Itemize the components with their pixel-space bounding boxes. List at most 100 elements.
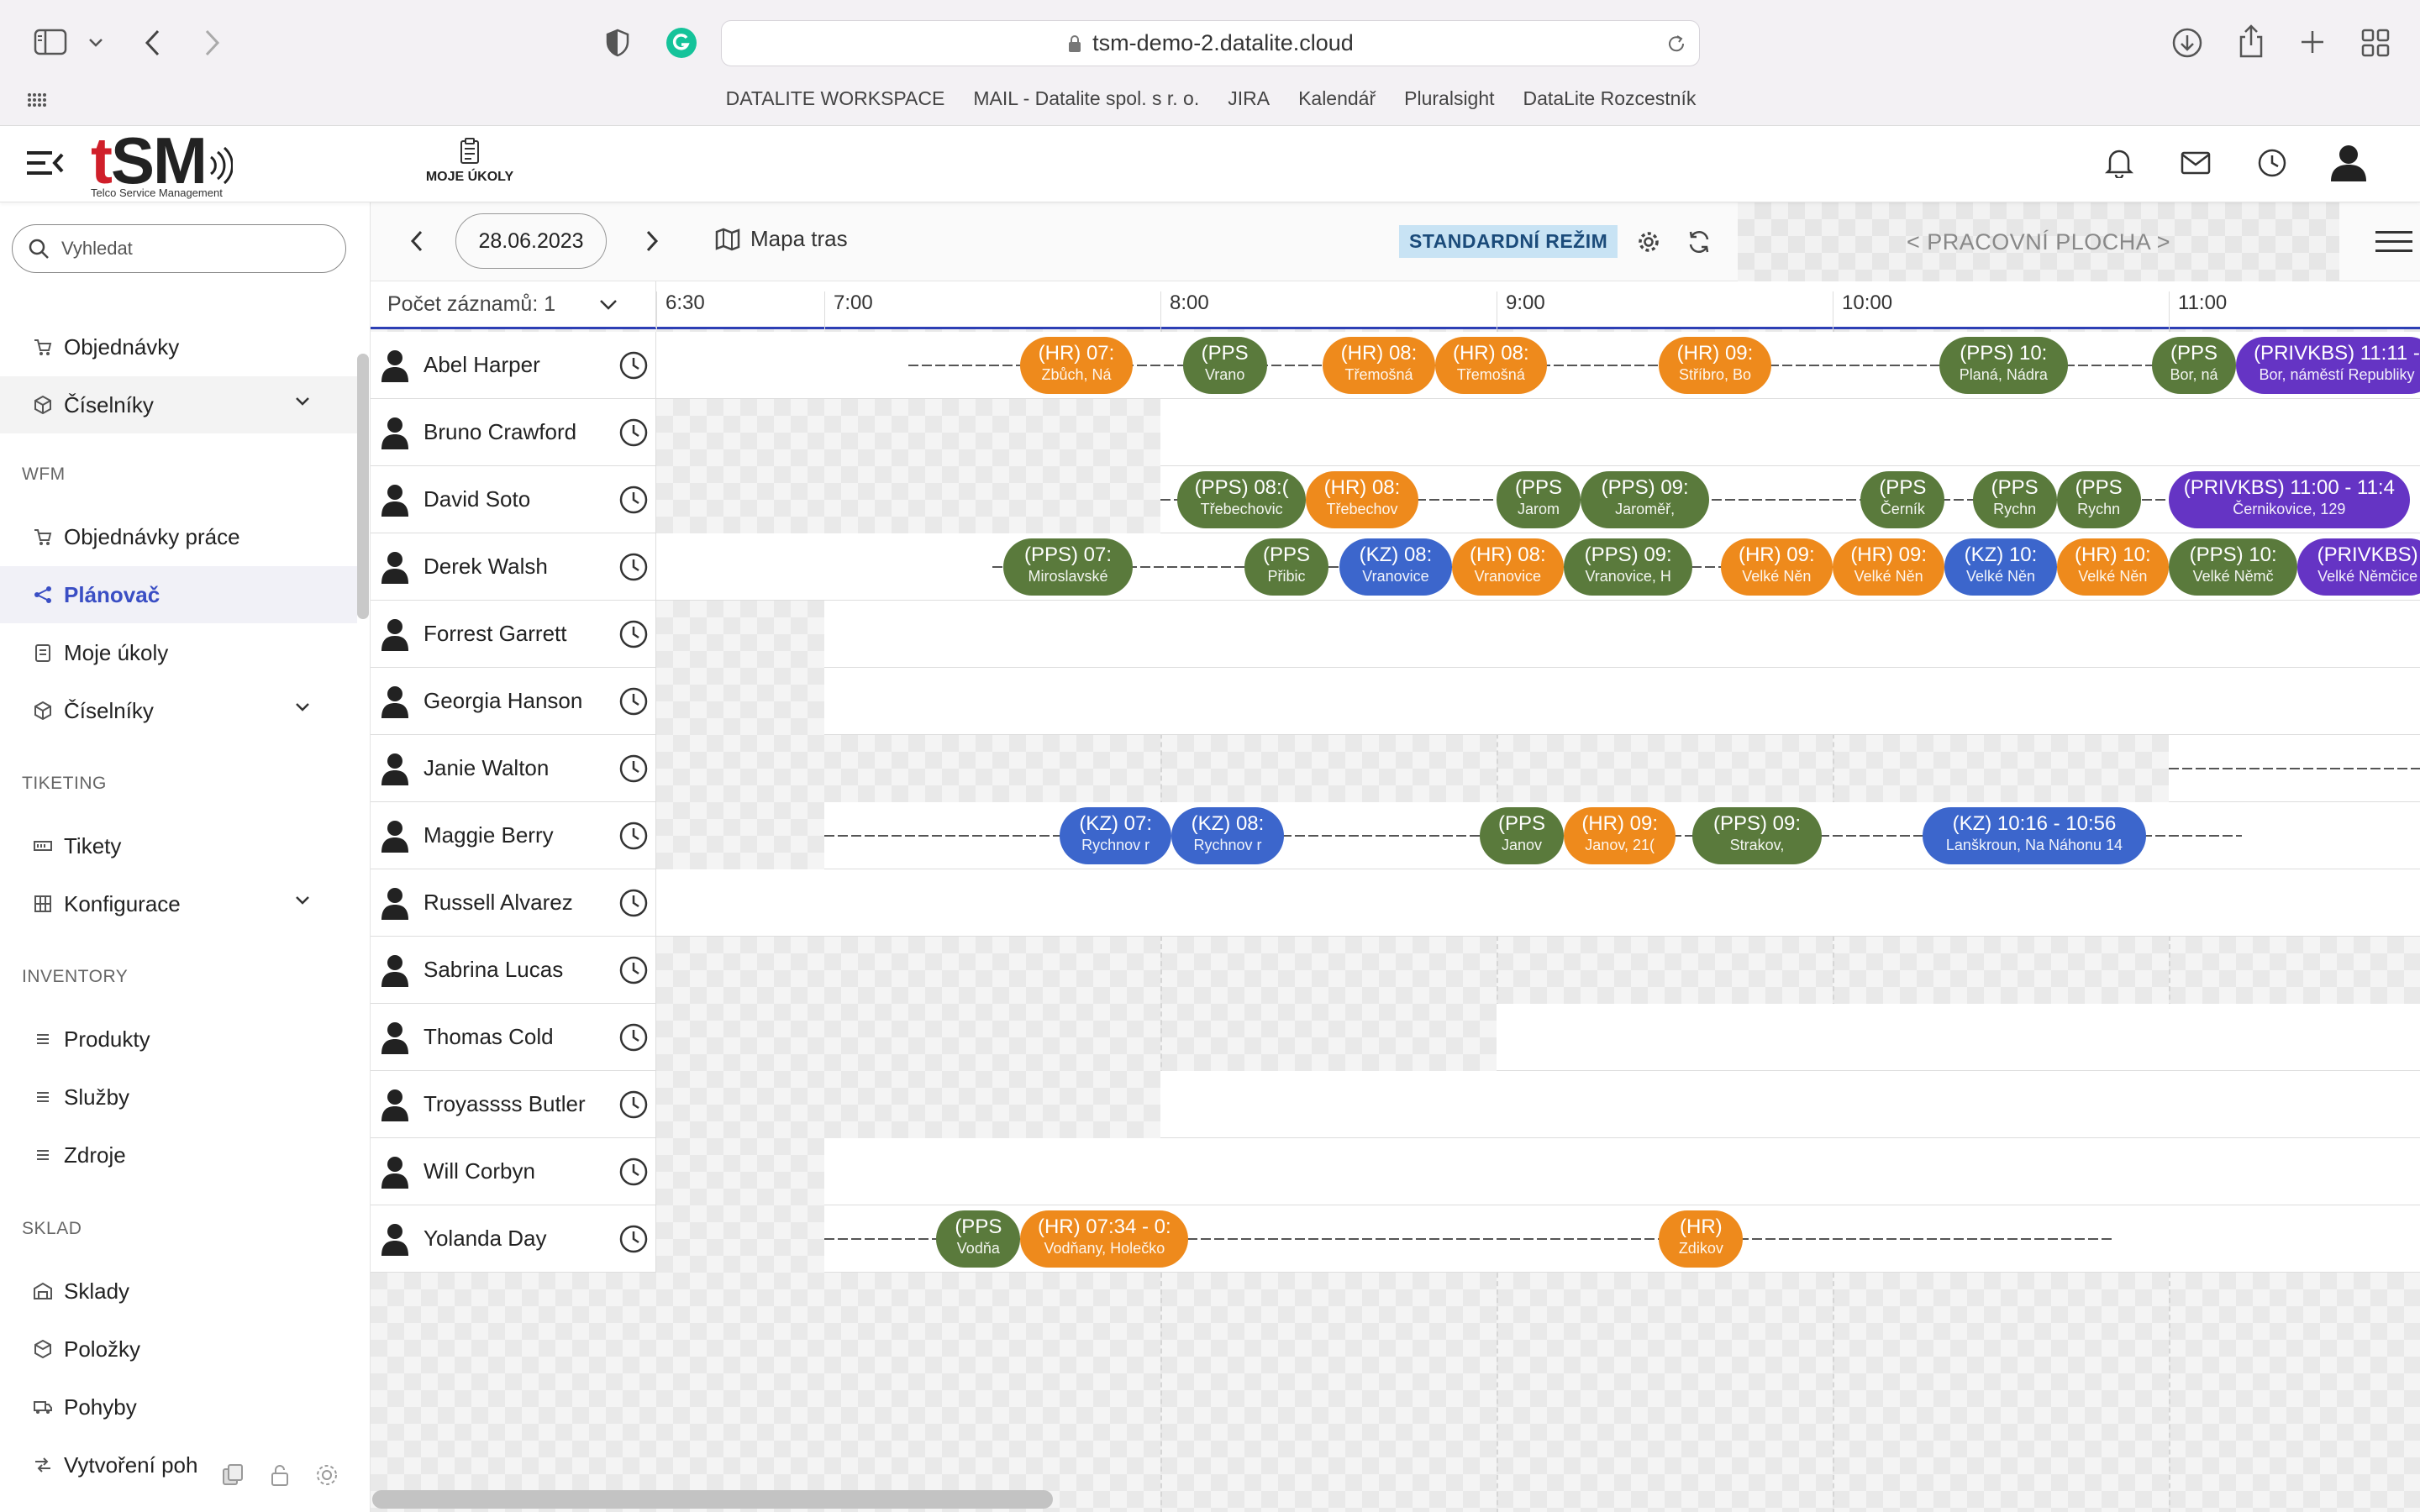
task-block[interactable]: (HR) 08:Třebechov xyxy=(1306,471,1418,528)
route-map-button[interactable]: Mapa tras xyxy=(715,226,848,252)
task-block[interactable]: (KZ) 10:Velké Něn xyxy=(1944,538,2057,596)
technician-name-cell[interactable]: Yolanda Day xyxy=(371,1205,656,1273)
bookmark-link[interactable]: Kalendář xyxy=(1298,87,1376,109)
availability-slot[interactable] xyxy=(656,869,2420,937)
availability-slot[interactable] xyxy=(1160,1071,2420,1138)
nav-item-ciselniky[interactable]: Číselníky xyxy=(0,376,357,433)
search-input[interactable]: Vyhledat xyxy=(12,224,346,273)
technician-name-cell[interactable]: Abel Harper xyxy=(371,332,656,399)
task-block[interactable]: (HR)Zdikov xyxy=(1659,1210,1744,1268)
lock-icon[interactable] xyxy=(267,1462,292,1488)
bookmark-link[interactable]: MAIL - Datalite spol. s r. o. xyxy=(973,87,1200,109)
shield-icon[interactable] xyxy=(605,29,630,57)
availability-slot[interactable] xyxy=(1497,1004,2420,1071)
my-tasks-button[interactable]: MOJE ÚKOLY xyxy=(420,138,519,185)
workspace-panel[interactable]: < PRACOVNÍ PLOCHA > xyxy=(1738,202,2339,281)
task-block[interactable]: (HR) 08:Vranovice xyxy=(1451,538,1564,596)
nav-item-objednavky-prace[interactable]: Objednávky práce xyxy=(0,508,357,565)
bookmark-link[interactable]: DataLite Rozcestník xyxy=(1523,87,1697,109)
task-block[interactable]: (KZ) 08:Vranovice xyxy=(1339,538,1452,596)
clock-icon[interactable] xyxy=(618,485,649,515)
technician-name-cell[interactable]: Thomas Cold xyxy=(371,1004,656,1071)
task-block[interactable]: (HR) 09:Velké Něn xyxy=(1833,538,1945,596)
task-block[interactable]: (PPS) 08:(Třebechovic xyxy=(1177,471,1307,528)
grammarly-icon[interactable] xyxy=(666,27,697,59)
settings-icon[interactable] xyxy=(1636,229,1661,255)
technician-name-cell[interactable]: Georgia Hanson xyxy=(371,668,656,735)
nav-item-polozky[interactable]: Položky xyxy=(0,1320,357,1378)
technician-name-cell[interactable]: Russell Alvarez xyxy=(371,869,656,937)
nav-item-moje-ukoly[interactable]: Moje úkoly xyxy=(0,624,357,681)
nav-item-ciselniky-wfm[interactable]: Číselníky xyxy=(0,682,357,739)
task-block[interactable]: (HR) 07:Zbůch, Ná xyxy=(1020,337,1133,394)
nav-item-zdroje[interactable]: Zdroje xyxy=(0,1126,357,1184)
technician-name-cell[interactable]: Will Corbyn xyxy=(371,1138,656,1205)
clock-icon[interactable] xyxy=(618,1157,649,1187)
next-day-icon[interactable] xyxy=(644,229,660,253)
sidebar-toggle-icon[interactable] xyxy=(34,29,67,55)
share-icon[interactable] xyxy=(2237,24,2265,59)
clock-icon[interactable] xyxy=(618,1089,649,1120)
availability-slot[interactable] xyxy=(824,668,2420,735)
technician-name-cell[interactable]: Troyassss Butler xyxy=(371,1071,656,1138)
task-block[interactable]: (HR) 07:34 - 0:Vodňany, Holečko xyxy=(1020,1210,1189,1268)
nav-item-sluzby[interactable]: Služby xyxy=(0,1068,357,1126)
sidebar-scrollbar[interactable] xyxy=(357,354,369,619)
bookmark-link[interactable]: DATALITE WORKSPACE xyxy=(725,87,945,109)
bookmark-link[interactable]: Pluralsight xyxy=(1404,87,1495,109)
mail-icon[interactable] xyxy=(2181,151,2211,175)
task-block[interactable]: (PPS) 09:Vranovice, H xyxy=(1564,538,1693,596)
nav-item-planovac[interactable]: Plánovač xyxy=(0,566,357,623)
task-block[interactable]: (HR) 10:Velké Něn xyxy=(2056,538,2169,596)
horizontal-scrollbar[interactable] xyxy=(372,1490,1053,1509)
brand-logo[interactable]: tSM Telco Service Management xyxy=(91,128,233,200)
technician-name-cell[interactable]: Derek Walsh xyxy=(371,533,656,601)
availability-slot[interactable] xyxy=(1160,399,2420,466)
user-avatar-icon[interactable] xyxy=(2329,143,2368,181)
clock-icon[interactable] xyxy=(618,955,649,985)
task-block[interactable]: (KZ) 07:Rychnov r xyxy=(1060,807,1172,864)
nav-item-produkty[interactable]: Produkty xyxy=(0,1011,357,1068)
clock-icon[interactable] xyxy=(618,1022,649,1053)
chevron-down-icon[interactable] xyxy=(87,37,104,49)
back-icon[interactable] xyxy=(143,29,163,57)
record-count[interactable]: Počet záznamů: 1 xyxy=(371,281,656,329)
task-block[interactable]: (HR) 09:Janov, 21( xyxy=(1564,807,1676,864)
clock-icon[interactable] xyxy=(618,619,649,649)
clock-icon[interactable] xyxy=(618,417,649,448)
prev-day-icon[interactable] xyxy=(409,229,424,253)
copy-icon[interactable] xyxy=(220,1462,245,1488)
url-bar[interactable]: tsm-demo-2.datalite.cloud xyxy=(721,20,1700,66)
download-icon[interactable] xyxy=(2171,27,2203,59)
hamburger-menu-icon[interactable] xyxy=(2375,229,2413,255)
task-block[interactable]: (HR) 09:Velké Něn xyxy=(1720,538,1833,596)
refresh-icon[interactable] xyxy=(1686,229,1712,255)
mode-badge[interactable]: STANDARDNÍ REŽIM xyxy=(1399,225,1618,258)
tab-overview-icon[interactable] xyxy=(2361,29,2390,57)
task-block[interactable]: (HR) 09:Stříbro, Bo xyxy=(1659,337,1771,394)
clock-icon[interactable] xyxy=(618,821,649,851)
technician-name-cell[interactable]: Janie Walton xyxy=(371,735,656,802)
nav-item-vytvoreni-pohybu[interactable]: Vytvoření poh xyxy=(0,1436,357,1494)
technician-name-cell[interactable]: Maggie Berry xyxy=(371,802,656,869)
menu-collapse-icon[interactable] xyxy=(25,148,66,178)
gear-icon[interactable] xyxy=(314,1462,339,1488)
clock-icon[interactable] xyxy=(618,888,649,918)
date-picker[interactable]: 28.06.2023 xyxy=(455,213,607,269)
nav-item-pohyby[interactable]: Pohyby xyxy=(0,1378,357,1436)
technician-name-cell[interactable]: Forrest Garrett xyxy=(371,601,656,668)
task-block[interactable]: (PPS) 07:Miroslavské xyxy=(1003,538,1133,596)
forward-icon[interactable] xyxy=(202,29,222,57)
technician-name-cell[interactable]: Sabrina Lucas xyxy=(371,937,656,1004)
apps-grid-icon[interactable] xyxy=(27,92,47,108)
task-block[interactable]: (HR) 08:Třemošná xyxy=(1323,337,1435,394)
